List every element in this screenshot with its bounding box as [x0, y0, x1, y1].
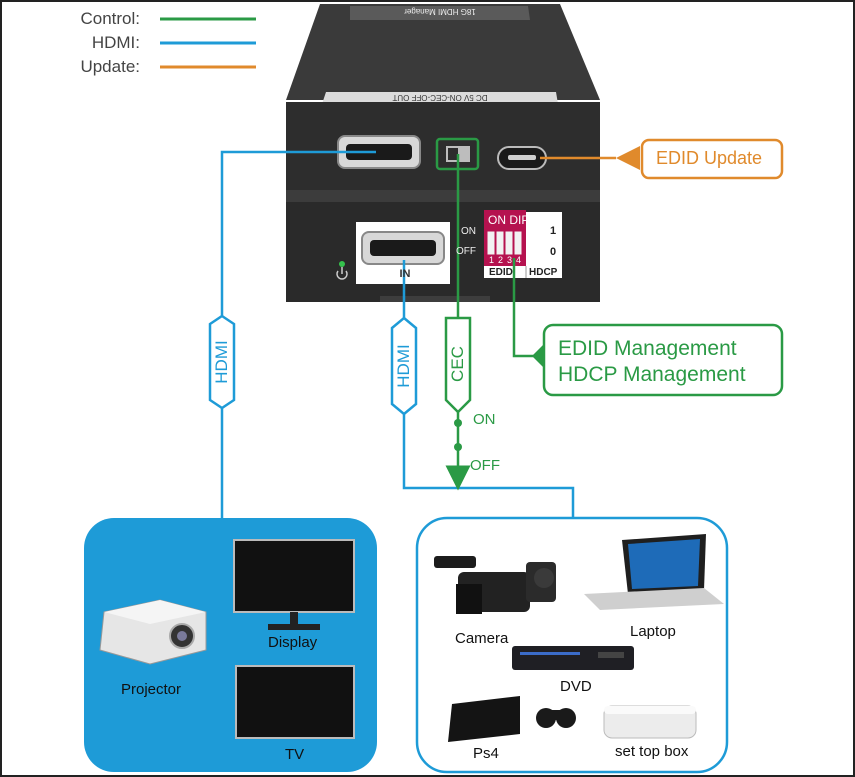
camera-label: Camera [455, 630, 509, 647]
management-callout-pointer [532, 342, 546, 370]
edid-label: EDID [489, 267, 513, 278]
hdmi-in-tag-text: HDMI [394, 344, 413, 388]
power-icon [336, 267, 348, 280]
edid-update-text: EDID Update [656, 148, 763, 168]
legend-control-label: Control: [80, 9, 140, 28]
dvd-label: DVD [560, 678, 592, 695]
set-top-box-label: set top box [615, 743, 689, 760]
dip-header: ON DIP [488, 213, 530, 227]
display-label: Display [268, 634, 318, 651]
update-port [497, 146, 547, 170]
dip-number-3: 3 [507, 255, 513, 265]
edid-update-callout [640, 138, 784, 180]
tv-image [235, 665, 355, 739]
power-led [339, 261, 345, 267]
hdmi-out-tag-text: HDMI [212, 340, 231, 384]
dip-number-1: 1 [489, 255, 495, 265]
dip-toggle-2 [495, 230, 505, 256]
hdmi-in-tag [390, 316, 418, 416]
cec-tag [444, 316, 472, 414]
switch-off-label: OFF [470, 457, 500, 474]
switch-on-label: ON [473, 411, 496, 428]
hdmi-in-label: IN [399, 268, 411, 280]
dip-value-0: 0 [550, 246, 557, 258]
tv-label: TV [285, 746, 305, 763]
edid-management-text: EDID Management [558, 337, 737, 360]
projector-label: Projector [121, 681, 182, 698]
device-output-unit: 18G HDMI Manager DC 5V ON-CEC-OFF OUT [286, 4, 600, 202]
camera-image [434, 556, 556, 614]
dip-on-label: ON [461, 226, 476, 237]
dvd-image [512, 646, 634, 670]
dip-switch [484, 210, 562, 278]
cec-switch-pivot-bottom [454, 443, 462, 451]
dip-toggle-1 [486, 230, 496, 256]
edid-update-pointer [616, 146, 640, 170]
dip-number-4: 4 [516, 255, 522, 265]
cec-tag-text: CEC [448, 346, 467, 382]
laptop-image [584, 534, 724, 610]
dip-value-1: 1 [550, 225, 557, 237]
ps4-label: Ps4 [473, 745, 499, 762]
legend-hdmi-label: HDMI: [91, 33, 140, 52]
dip-toggle-3 [504, 230, 514, 256]
laptop-label: Laptop [630, 623, 676, 640]
dip-off-label: OFF [456, 246, 476, 257]
dip-toggle-4 [513, 230, 523, 256]
management-callout [542, 323, 784, 397]
legend-update-label: Update: [80, 57, 140, 76]
display-image [233, 539, 355, 630]
hdmi-out-tag [208, 314, 236, 410]
projector-image [99, 599, 207, 665]
ps4-image [448, 696, 576, 742]
hdcp-label: HDCP [529, 267, 558, 278]
hdcp-management-text: HDCP Management [558, 363, 746, 386]
dip-number-2: 2 [498, 255, 504, 265]
set-top-box-image [603, 705, 697, 739]
device-model-label: 18G HDMI Manager [404, 7, 476, 16]
device-top-panel-label: DC 5V ON-CEC-OFF OUT [392, 93, 487, 102]
cec-switch-pivot-top [454, 419, 462, 427]
